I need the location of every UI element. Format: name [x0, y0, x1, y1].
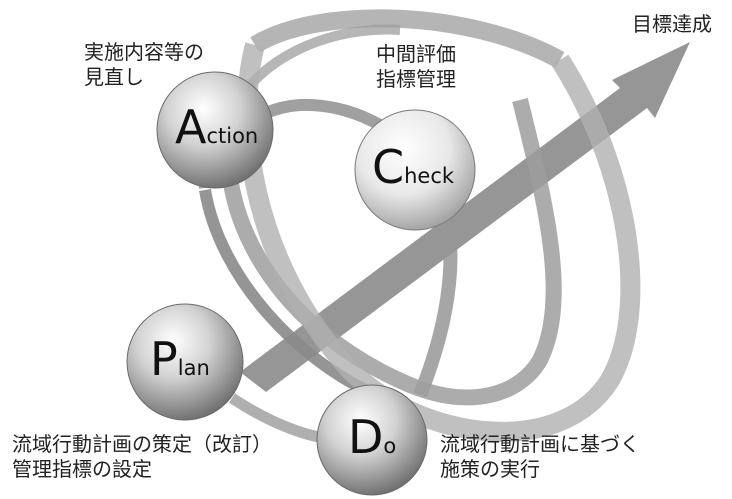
check-note-line2: 指標管理: [376, 67, 456, 91]
action-note-line2: 見直し: [84, 65, 144, 89]
spiral-ring-back-2: [250, 9, 565, 68]
goal-arrow: [240, 42, 690, 392]
node-label-do-rest: o: [383, 434, 397, 458]
node-label-do: Do: [348, 410, 396, 464]
node-label-plan: Plan: [150, 332, 210, 386]
sphere-check: [354, 109, 476, 231]
plan-note: 流域行動計画の策定（改訂） 管理指標の設定: [12, 432, 272, 482]
do-note-line2: 施策の実行: [440, 457, 540, 481]
do-note-line1: 流域行動計画に基づく: [440, 432, 640, 456]
node-label-action-initial: A: [175, 100, 207, 154]
node-label-plan-rest: lan: [177, 356, 210, 380]
check-note: 中間評価 指標管理: [376, 42, 456, 92]
action-note: 実施内容等の 見直し: [84, 40, 204, 90]
node-label-check: Check: [372, 140, 454, 194]
node-label-check-initial: C: [372, 140, 405, 194]
goal-label: 目標達成: [632, 12, 712, 36]
sphere-action: [156, 71, 274, 189]
node-label-do-initial: D: [348, 410, 384, 464]
plan-note-line1: 流域行動計画の策定（改訂）: [12, 432, 272, 456]
sphere-do: [316, 384, 428, 496]
spiral-ring-front-1: [199, 189, 373, 398]
goal-arrow-shaft: [240, 42, 690, 392]
sphere-plan: [126, 303, 244, 421]
node-label-plan-initial: P: [150, 332, 178, 386]
node-label-action-rest: ction: [206, 124, 259, 148]
spiral-ring-front-4: [237, 42, 641, 442]
do-note: 流域行動計画に基づく 施策の実行: [440, 432, 640, 482]
plan-note-line2: 管理指標の設定: [12, 457, 152, 481]
check-note-line1: 中間評価: [376, 42, 456, 66]
action-note-line1: 実施内容等の: [84, 40, 204, 64]
spiral-ring-front-3: [219, 98, 562, 406]
node-label-action: Action: [175, 100, 258, 154]
node-label-check-rest: heck: [404, 164, 455, 188]
